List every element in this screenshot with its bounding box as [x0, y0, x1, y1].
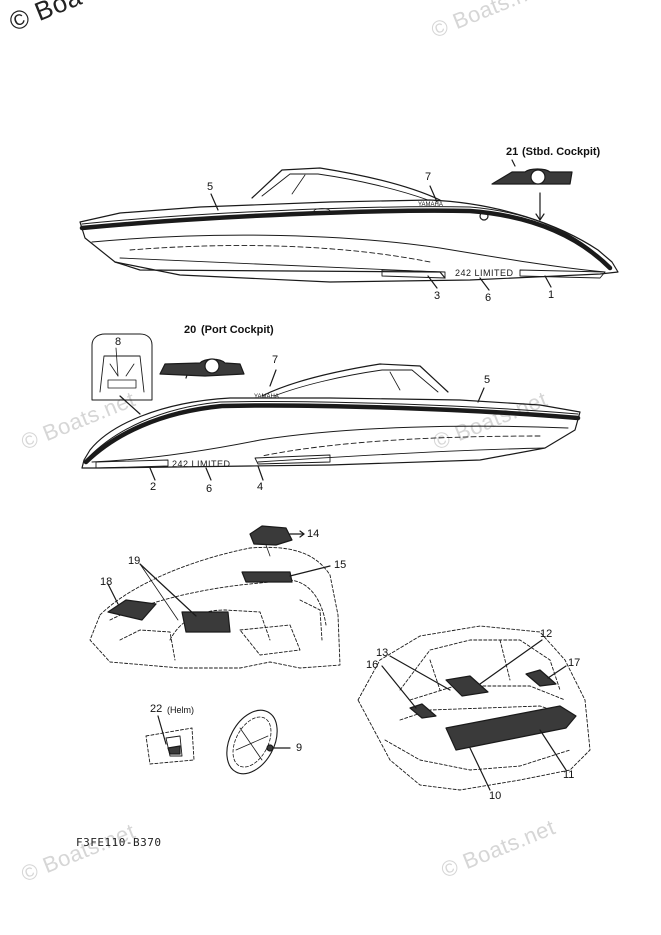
- model-decal-text-stbd: 242 LIMITED: [455, 268, 514, 278]
- note-helm: (Helm): [167, 705, 194, 715]
- callout-19: 19: [128, 555, 141, 567]
- decal-10: [445, 705, 577, 751]
- callout-5: 5: [207, 181, 214, 193]
- note-stbd-cockpit: (Stbd. Cockpit): [522, 146, 601, 158]
- stripe-decal: [79, 208, 613, 271]
- callout-6: 6: [485, 292, 492, 304]
- callout-5: 5: [484, 374, 491, 386]
- decal-4: [254, 454, 331, 465]
- callout-3: 3: [434, 290, 441, 302]
- callout-20: 20: [184, 324, 197, 336]
- inset-detail-8: [91, 333, 153, 401]
- callout-4: 4: [257, 481, 264, 493]
- stern-deck-view: [357, 625, 591, 791]
- callout-2: 2: [150, 481, 157, 493]
- callout-21: 21: [506, 146, 519, 158]
- brand-decal-text-stbd: YAMAHA: [418, 202, 443, 208]
- helm-detail-22: [145, 715, 195, 765]
- brand-decal-text-port: YAMAHA: [254, 394, 279, 400]
- decal-20-port-cockpit: [159, 358, 245, 377]
- callout-9: 9: [296, 742, 303, 754]
- callout-18: 18: [100, 576, 113, 588]
- figure-code: F3FE110-B370: [76, 836, 162, 849]
- stern-decals: [409, 669, 577, 751]
- cockpit-perspective-view: [89, 546, 341, 669]
- decal-16: [409, 703, 437, 719]
- callout-1: 1: [548, 289, 555, 301]
- decal-3: [381, 269, 446, 279]
- callout-15: 15: [334, 559, 347, 571]
- decal-15: [241, 571, 293, 583]
- decal-12: [445, 675, 489, 697]
- callout-6: 6: [206, 483, 213, 495]
- callout-11: 11: [563, 769, 575, 781]
- callout-12: 12: [540, 628, 553, 640]
- windshield: [251, 167, 441, 201]
- decal-17: [525, 669, 557, 687]
- boat-starboard-view: [79, 167, 619, 291]
- decal-21-stbd-cockpit: [491, 159, 573, 185]
- callout-16: 16: [366, 659, 379, 671]
- steering-wheel-9: [226, 709, 291, 775]
- callout-10: 10: [489, 790, 502, 802]
- boat-port-view: [81, 363, 581, 481]
- callout-7: 7: [272, 354, 279, 366]
- decal-14: [249, 525, 293, 546]
- callout-22: 22: [150, 703, 163, 715]
- cockpit-decals: [107, 525, 293, 633]
- note-port-cockpit: (Port Cockpit): [201, 324, 274, 336]
- callout-14: 14: [307, 528, 320, 540]
- callout-13: 13: [376, 647, 389, 659]
- windshield: [261, 363, 449, 397]
- hull-outline: [81, 397, 581, 469]
- decal-1: [519, 269, 606, 279]
- decal-18: [107, 599, 157, 621]
- decal-19: [181, 611, 231, 633]
- stripe-decal: [83, 403, 581, 465]
- callout-7: 7: [425, 171, 432, 183]
- decal-2: [95, 459, 169, 469]
- callout-17: 17: [568, 657, 581, 669]
- callout-8: 8: [115, 336, 122, 348]
- model-decal-text-port: 242 LIMITED: [172, 459, 231, 469]
